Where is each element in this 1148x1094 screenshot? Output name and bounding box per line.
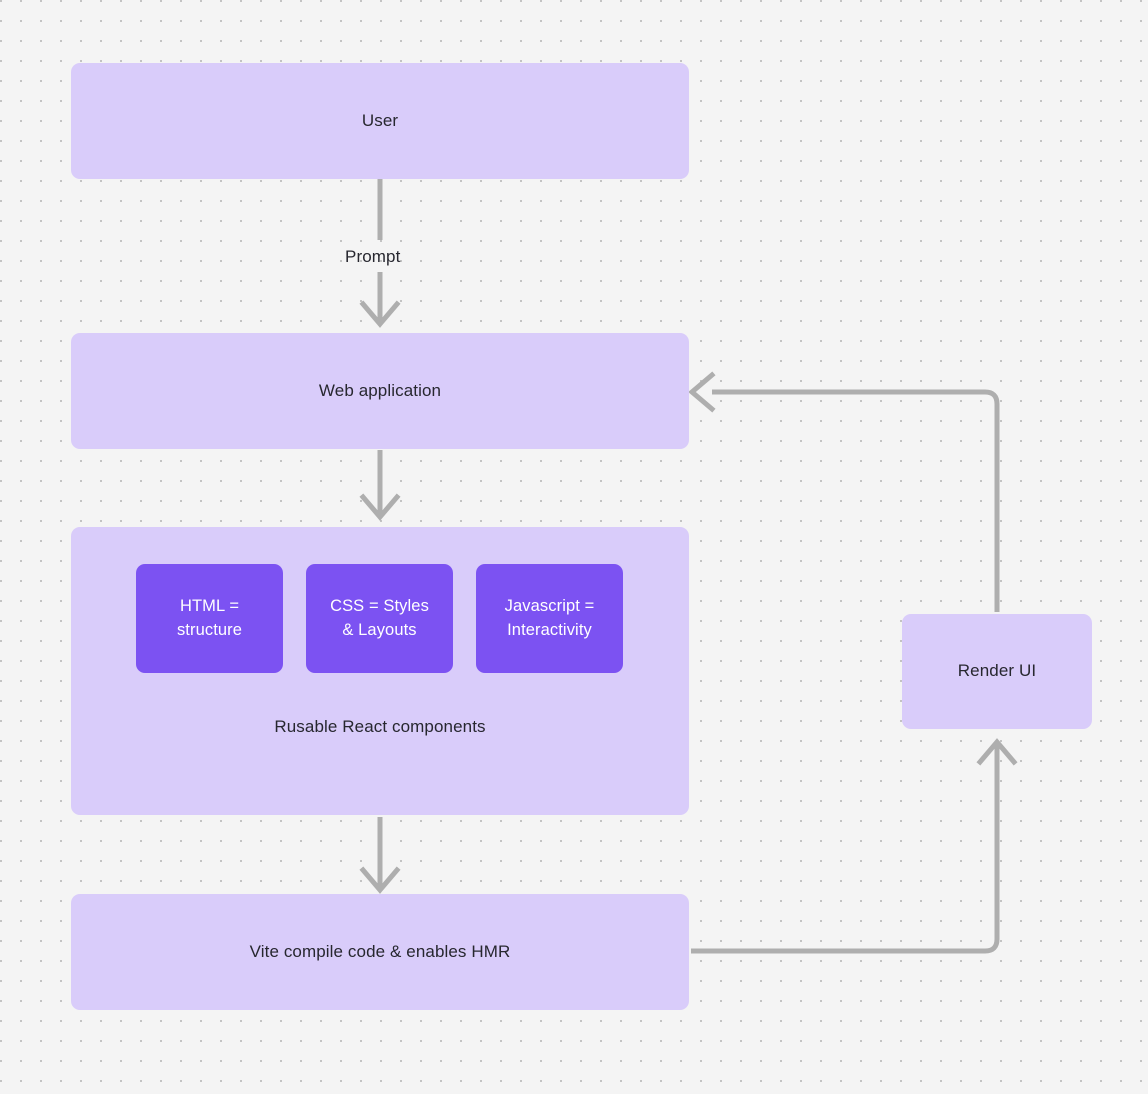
node-html-label: HTML = structure [176,596,243,639]
arrowhead-render-ui [976,738,1018,766]
node-web-application[interactable]: Web application [71,333,689,449]
arrowhead-react-group [359,493,401,521]
node-css-label: CSS = Styles & Layouts [330,596,429,639]
edge-render-ui-to-web-application [712,389,1000,612]
edge-label-prompt: Prompt [345,247,401,266]
arrowhead-web-application [359,300,401,328]
node-javascript-label: Javascript = Interactivity [504,596,595,639]
node-javascript[interactable]: Javascript = Interactivity [476,564,623,673]
node-css[interactable]: CSS = Styles & Layouts [306,564,453,673]
node-web-application-label: Web application [318,380,442,400]
arrowhead-web-application-return [688,371,716,413]
node-user-label: User [361,110,399,130]
edge-vite-to-render-ui [691,745,1000,954]
arrowhead-vite [359,866,401,894]
node-vite-label: Vite compile code & enables HMR [249,941,511,961]
node-user[interactable]: User [71,63,689,179]
node-render-ui-label: Render UI [957,661,1037,681]
node-render-ui[interactable]: Render UI [902,614,1092,729]
node-vite[interactable]: Vite compile code & enables HMR [71,894,689,1010]
node-html[interactable]: HTML = structure [136,564,283,673]
react-components-group-caption: Rusable React components [274,717,486,736]
